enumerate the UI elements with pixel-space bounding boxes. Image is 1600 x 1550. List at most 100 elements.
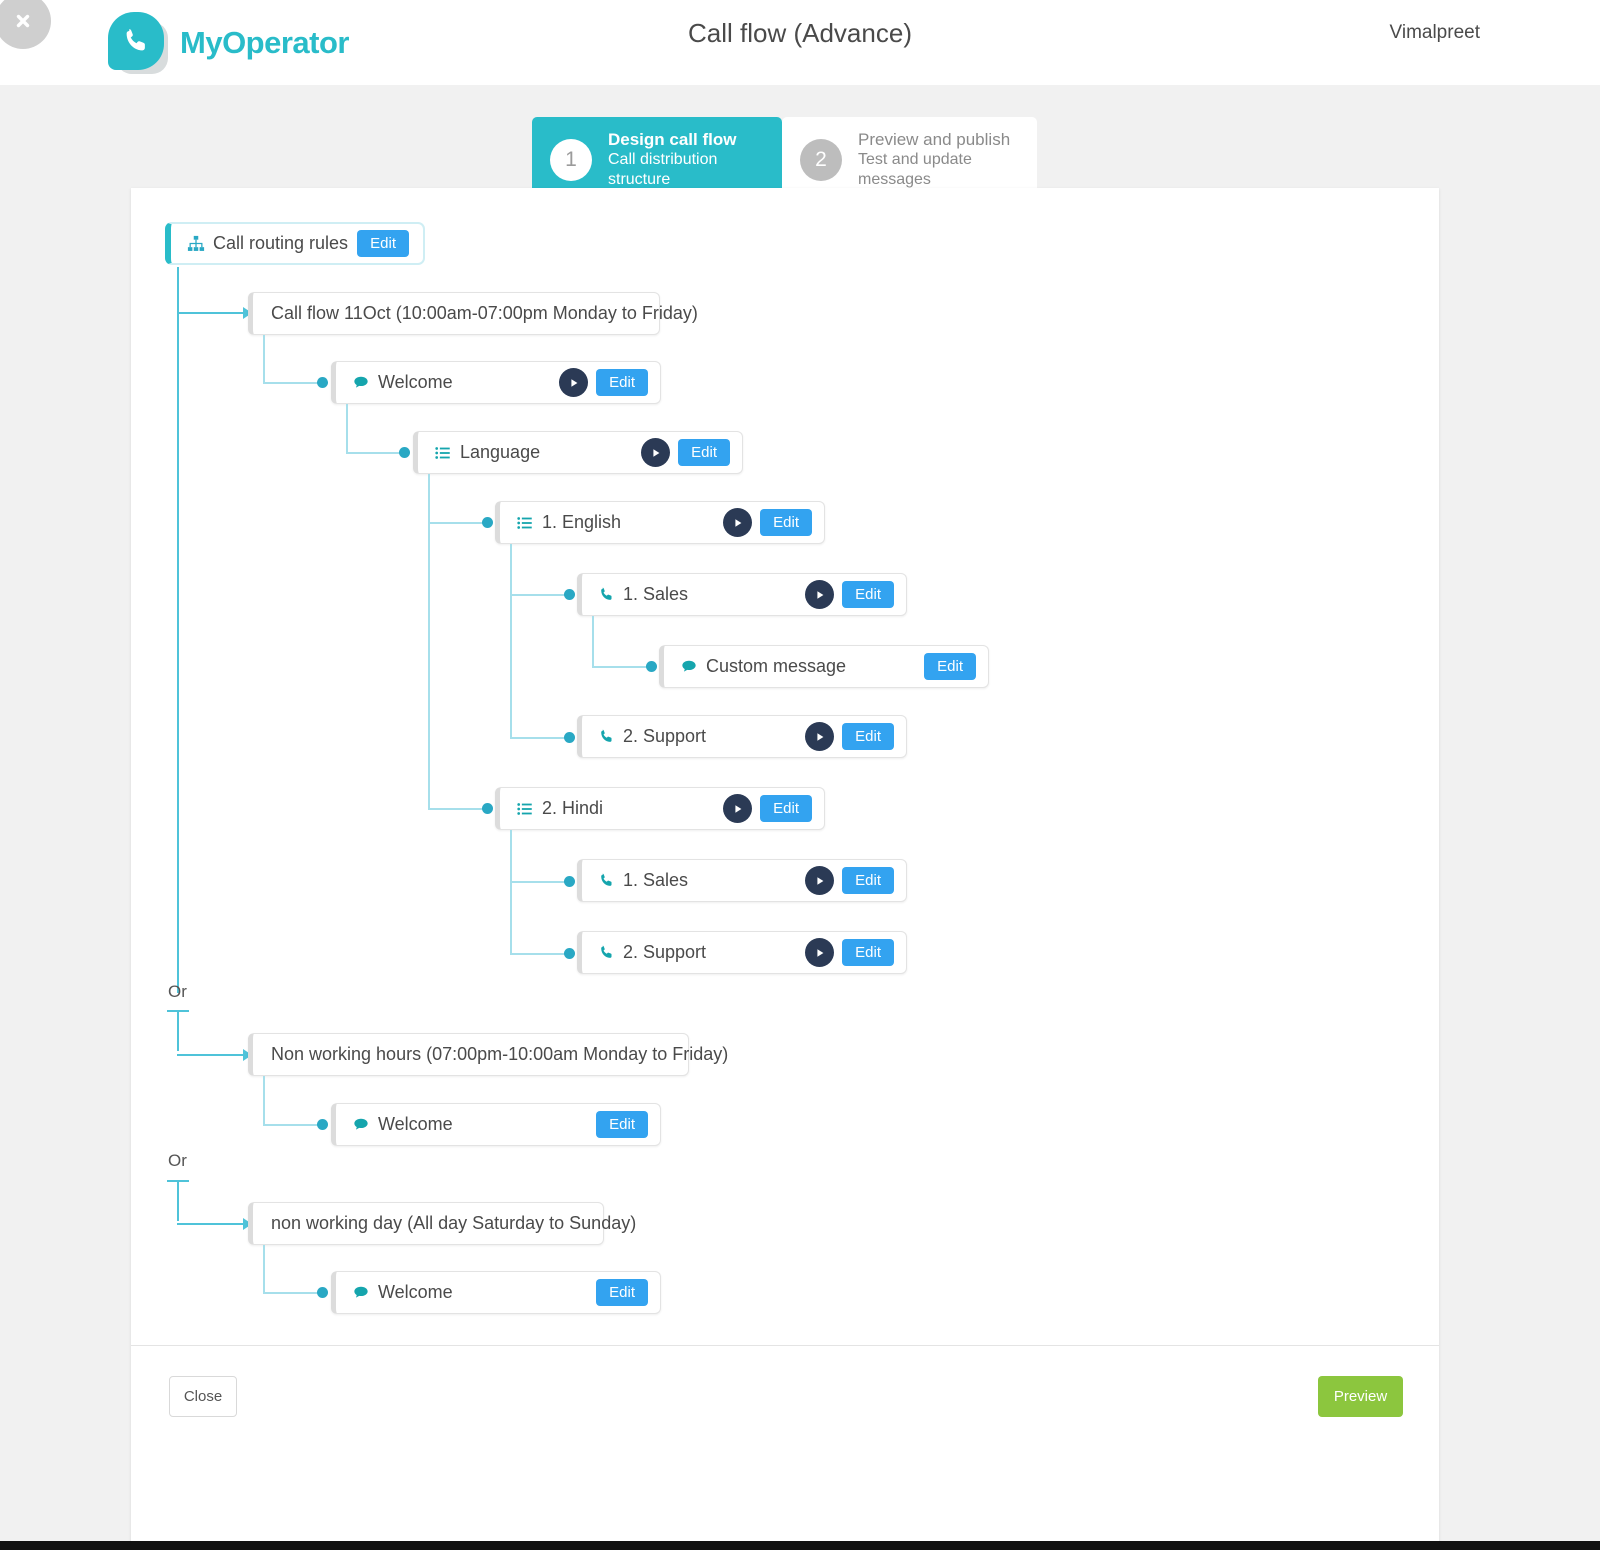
node-call-routing-rules[interactable]: Call routing rules Edit bbox=[165, 222, 425, 265]
edit-button-welcome-1[interactable]: Edit bbox=[596, 369, 648, 396]
node-english-sales[interactable]: 1. Sales Edit bbox=[577, 573, 907, 616]
step-1-title: Design call flow bbox=[608, 130, 737, 149]
connector-dot bbox=[317, 1119, 328, 1130]
top-header-bar: MyOperator Call flow (Advance) Vimalpree… bbox=[0, 0, 1600, 85]
node-hindi-sales[interactable]: 1. Sales Edit bbox=[577, 859, 907, 902]
speech-bubble-icon bbox=[680, 658, 698, 676]
brand-phone-icon bbox=[108, 12, 170, 74]
play-icon[interactable] bbox=[805, 580, 835, 609]
node-label: Welcome bbox=[378, 1114, 453, 1134]
node-english-support[interactable]: 2. Support Edit bbox=[577, 715, 907, 758]
connector-dot bbox=[482, 517, 493, 528]
edit-button-call-routing-rules[interactable]: Edit bbox=[357, 230, 409, 257]
edit-button-welcome-2[interactable]: Edit bbox=[596, 1111, 648, 1138]
node-label: Non working hours (07:00pm-10:00am Monda… bbox=[271, 1044, 729, 1064]
phone-icon bbox=[598, 728, 615, 745]
call-flow-tree: Call routing rules Edit Call flow 11Oct … bbox=[131, 188, 1439, 1550]
node-welcome-2[interactable]: Welcome Edit bbox=[331, 1103, 661, 1146]
step-number-2: 2 bbox=[800, 138, 842, 181]
node-label: Welcome bbox=[378, 372, 453, 392]
edit-button-custom-message[interactable]: Edit bbox=[924, 653, 976, 680]
connector-b2-welcome-v bbox=[263, 1076, 265, 1124]
node-label: Custom message bbox=[706, 656, 847, 676]
node-welcome-1[interactable]: Welcome Edit bbox=[331, 361, 661, 404]
list-icon bbox=[516, 800, 534, 818]
node-hindi[interactable]: 2. Hindi Edit bbox=[495, 787, 825, 830]
edit-button-welcome-3[interactable]: Edit bbox=[596, 1279, 648, 1306]
connector-hindi-children-v bbox=[510, 830, 512, 954]
user-name[interactable]: Vimalpreet bbox=[1389, 22, 1480, 43]
connector-dot bbox=[564, 948, 575, 959]
edit-button-english[interactable]: Edit bbox=[760, 509, 812, 536]
connector-welcome-language-v bbox=[346, 404, 348, 452]
play-icon[interactable] bbox=[559, 368, 589, 397]
connector-b1-welcome-v bbox=[263, 335, 265, 382]
arrow-branch-1 bbox=[243, 307, 252, 319]
arrow-branch-2 bbox=[243, 1049, 252, 1061]
step-2-title: Preview and publish bbox=[858, 130, 1011, 149]
edit-button-hindi-support[interactable]: Edit bbox=[842, 939, 894, 966]
node-label: 1. Sales bbox=[623, 584, 689, 604]
connector-b1-welcome-h bbox=[263, 382, 323, 384]
play-icon[interactable] bbox=[723, 794, 753, 823]
speech-bubble-icon bbox=[352, 1116, 370, 1134]
node-label: 1. English bbox=[542, 512, 622, 532]
close-icon[interactable] bbox=[0, 0, 51, 49]
node-label: Call flow 11Oct (10:00am-07:00pm Monday … bbox=[271, 303, 698, 323]
connector-dot bbox=[482, 803, 493, 814]
edit-button-hindi-sales[interactable]: Edit bbox=[842, 867, 894, 894]
connector-or-1-tick bbox=[167, 1010, 189, 1012]
node-custom-message[interactable]: Custom message Edit bbox=[659, 645, 989, 688]
step-1-subtitle: Call distribution structure bbox=[608, 151, 718, 189]
connector-branch-2 bbox=[177, 1054, 245, 1056]
preview-button[interactable]: Preview bbox=[1318, 1376, 1403, 1417]
node-language[interactable]: Language Edit bbox=[413, 431, 743, 474]
node-english[interactable]: 1. English Edit bbox=[495, 501, 825, 544]
play-icon[interactable] bbox=[641, 438, 671, 467]
connector-sales-custom-v bbox=[592, 616, 594, 666]
connector-b2-welcome-h bbox=[263, 1124, 323, 1126]
play-icon[interactable] bbox=[723, 508, 753, 537]
edit-button-english-support[interactable]: Edit bbox=[842, 723, 894, 750]
edit-button-hindi[interactable]: Edit bbox=[760, 795, 812, 822]
connector-language-hindi-h bbox=[428, 808, 488, 810]
phone-icon bbox=[598, 944, 615, 961]
or-label-2: Or bbox=[168, 1151, 187, 1170]
connector-language-english-h bbox=[428, 522, 488, 524]
play-icon[interactable] bbox=[805, 866, 835, 895]
connector-b3-welcome-h bbox=[263, 1292, 323, 1294]
close-button[interactable]: Close bbox=[169, 1376, 237, 1417]
edit-button-english-sales[interactable]: Edit bbox=[842, 581, 894, 608]
node-non-working-hours[interactable]: Non working hours (07:00pm-10:00am Monda… bbox=[248, 1033, 728, 1076]
connector-welcome-language-h bbox=[346, 452, 405, 454]
edit-button-language[interactable]: Edit bbox=[678, 439, 730, 466]
list-icon bbox=[516, 514, 534, 532]
connector-dot bbox=[399, 447, 410, 458]
phone-icon bbox=[598, 586, 615, 603]
step-2-subtitle: Test and update messages bbox=[858, 151, 972, 189]
connector-english-support-h bbox=[510, 737, 570, 739]
sitemap-icon bbox=[187, 235, 205, 253]
connector-dot bbox=[317, 1287, 328, 1298]
node-label: non working day (All day Saturday to Sun… bbox=[271, 1213, 637, 1233]
connector-sales-custom-h bbox=[592, 666, 652, 668]
node-hindi-support[interactable]: 2. Support Edit bbox=[577, 931, 907, 974]
connector-english-children-v bbox=[510, 544, 512, 738]
node-welcome-3[interactable]: Welcome Edit bbox=[331, 1271, 661, 1314]
node-label: 2. Support bbox=[623, 726, 707, 746]
connector-branch-1 bbox=[177, 312, 245, 314]
node-label: 2. Hindi bbox=[542, 798, 604, 818]
connector-spine-2 bbox=[177, 1011, 179, 1051]
node-non-working-day[interactable]: non working day (All day Saturday to Sun… bbox=[248, 1202, 636, 1245]
speech-bubble-icon bbox=[352, 1284, 370, 1302]
node-call-flow-11oct[interactable]: Call flow 11Oct (10:00am-07:00pm Monday … bbox=[248, 292, 698, 335]
connector-spine-1 bbox=[177, 267, 179, 993]
phone-icon bbox=[598, 872, 615, 889]
play-icon[interactable] bbox=[805, 722, 835, 751]
call-flow-panel: Call routing rules Edit Call flow 11Oct … bbox=[131, 188, 1439, 1550]
play-icon[interactable] bbox=[805, 938, 835, 967]
node-label: 2. Support bbox=[623, 942, 707, 962]
list-icon bbox=[434, 444, 452, 462]
footer-separator bbox=[131, 1345, 1439, 1346]
step-number-1: 1 bbox=[550, 138, 592, 181]
